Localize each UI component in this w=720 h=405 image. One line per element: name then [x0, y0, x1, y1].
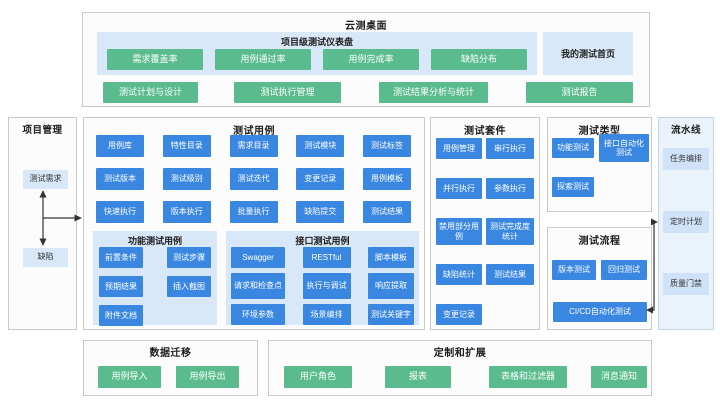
section-test-suites: 测试套件 用例管理 串行执行 并行执行 参数执行 禁用部分用例 测试完成度统计 …	[430, 117, 540, 330]
feature-test-keywords: 测试关键字	[368, 304, 414, 325]
feature-test-tag: 测试标签	[363, 135, 411, 157]
test-suites-title: 测试套件	[464, 126, 506, 137]
feature-script-template: 脚本模板	[368, 247, 414, 268]
feature-requirement-catalog: 需求目录	[229, 135, 278, 157]
section-project-management: 项目管理 测试需求 缺陷	[8, 117, 77, 330]
panel-my-test-home: 我的测试首页	[543, 32, 633, 75]
section-test-cases: 测试用例 用例库 特性目录 需求目录 测试模块 测试标签 测试版本 测试级别 测…	[83, 117, 425, 330]
feature-regression-test: 回归测试	[601, 260, 647, 280]
feature-defect-submission: 缺陷提交	[296, 201, 345, 223]
feature-case-template: 用例模板	[363, 168, 411, 190]
section-cloud-desktop: 云测桌面 项目级测试仪表盘 需求覆盖率 用例通过率 用例完成率 缺陷分布 我的测…	[82, 12, 650, 107]
section-test-process: 测试流程 版本测试 回归测试 CI/CD自动化测试	[547, 227, 652, 330]
metric-requirement-coverage: 需求覆盖率	[107, 49, 203, 70]
feature-parallel-execution: 并行执行	[436, 178, 482, 199]
feature-attachment-document: 附件文档	[99, 305, 143, 326]
test-types-title: 测试类型	[578, 126, 621, 137]
node-task-orchestration: 任务编排	[663, 148, 709, 170]
feature-version-test: 版本测试	[552, 260, 596, 280]
cloud-desktop-title: 云测桌面	[345, 21, 387, 32]
feature-batch-execution: 批量执行	[229, 201, 278, 223]
feature-case-export: 用例导出	[176, 366, 239, 388]
feature-environment-parameters: 环境参数	[231, 304, 285, 325]
feature-cicd-automation-test: CI/CD自动化测试	[553, 302, 647, 322]
feature-test-module: 测试模块	[296, 135, 345, 157]
feature-test-level: 测试级别	[162, 168, 211, 190]
feature-user-roles: 用户角色	[284, 366, 352, 388]
data-migration-title: 数据迁移	[149, 348, 192, 359]
subsection-project-dashboard: 项目级测试仪表盘 需求覆盖率 用例通过率 用例完成率 缺陷分布	[97, 32, 537, 75]
node-quality-gate: 质量门禁	[663, 273, 709, 295]
feature-test-iteration: 测试迭代	[229, 168, 278, 190]
node-scheduled-plan: 定时计划	[663, 211, 709, 233]
feature-suite-test-result: 测试结果	[486, 264, 534, 285]
feature-functional-test: 功能测试	[552, 138, 594, 158]
feature-test-report: 测试报告	[526, 82, 633, 103]
pipeline-title: 流水线	[670, 125, 701, 136]
feature-test-version: 测试版本	[96, 168, 144, 190]
feature-defect-statistics: 缺陷统计	[436, 264, 482, 285]
metric-defect-distribution: 缺陷分布	[431, 49, 527, 70]
metric-case-completion-rate: 用例完成率	[323, 49, 419, 70]
node-defects: 缺陷	[23, 248, 68, 267]
feature-tables-filters: 表格和过滤器	[489, 366, 567, 388]
feature-execute-debug: 执行与调试	[302, 273, 351, 299]
feature-quick-execution: 快速执行	[96, 201, 144, 223]
feature-exploratory-test: 探索测试	[552, 177, 594, 197]
feature-version-execution: 版本执行	[162, 201, 211, 223]
customization-title: 定制和扩展	[433, 348, 487, 359]
feature-change-record: 变更记录	[296, 168, 345, 190]
feature-case-import: 用例导入	[98, 366, 161, 388]
feature-parameter-execution: 参数执行	[486, 178, 534, 199]
project-dashboard-title: 项目级测试仪表盘	[280, 37, 353, 47]
feature-case-management: 用例管理	[436, 138, 482, 159]
feature-test-result-analysis: 测试结果分析与统计	[379, 82, 488, 103]
subsection-functional-test-cases: 功能测试用例 前置条件 测试步骤 预期结果 插入截图 附件文档	[93, 231, 217, 326]
test-cases-title: 测试用例	[233, 126, 275, 137]
section-data-migration: 数据迁移 用例导入 用例导出	[83, 340, 258, 396]
feature-test-steps: 测试步骤	[167, 247, 211, 268]
feature-feature-catalog: 特性目录	[162, 135, 211, 157]
feature-test-result: 测试结果	[363, 201, 411, 223]
metric-case-pass-rate: 用例通过率	[215, 49, 311, 70]
section-test-types: 测试类型 功能测试 接口自动化测试 探索测试	[547, 117, 652, 212]
section-customization: 定制和扩展 用户角色 报表 表格和过滤器 消息通知	[268, 340, 652, 396]
feature-scenario-orchestration: 场景编排	[302, 304, 351, 325]
feature-test-execution-management: 测试执行管理	[234, 82, 341, 103]
node-test-requirements: 测试需求	[23, 170, 68, 189]
feature-response-extraction: 响应提取	[368, 273, 414, 299]
feature-case-library: 用例库	[96, 135, 144, 157]
subsection-api-test-cases: 接口测试用例 Swagger RESTful 脚本模板 请求和检查点 执行与调试…	[226, 231, 419, 325]
feature-request-checkpoint: 请求和检查点	[231, 273, 285, 299]
feature-restful: RESTful	[302, 247, 351, 268]
feature-swagger: Swagger	[231, 247, 285, 268]
functional-test-cases-title: 功能测试用例	[127, 236, 182, 246]
api-test-cases-title: 接口测试用例	[295, 236, 350, 246]
feature-message-notification: 消息通知	[591, 366, 647, 388]
feature-insert-screenshot: 插入截图	[167, 276, 211, 297]
section-pipeline: 流水线 任务编排 定时计划 质量门禁	[658, 117, 714, 330]
feature-precondition: 前置条件	[99, 247, 143, 268]
project-management-title: 项目管理	[22, 125, 63, 136]
feature-disable-partial-cases: 禁用部分用例	[436, 218, 482, 245]
feature-api-automation-test: 接口自动化测试	[599, 134, 649, 162]
feature-reports: 报表	[385, 366, 451, 388]
feature-suite-change-record: 变更记录	[436, 304, 482, 325]
test-process-title: 测试流程	[578, 236, 621, 247]
feature-test-plan-design: 测试计划与设计	[103, 82, 198, 103]
feature-serial-execution: 串行执行	[486, 138, 534, 159]
feature-completion-statistics: 测试完成度统计	[486, 218, 534, 245]
feature-expected-result: 预期结果	[99, 276, 143, 297]
